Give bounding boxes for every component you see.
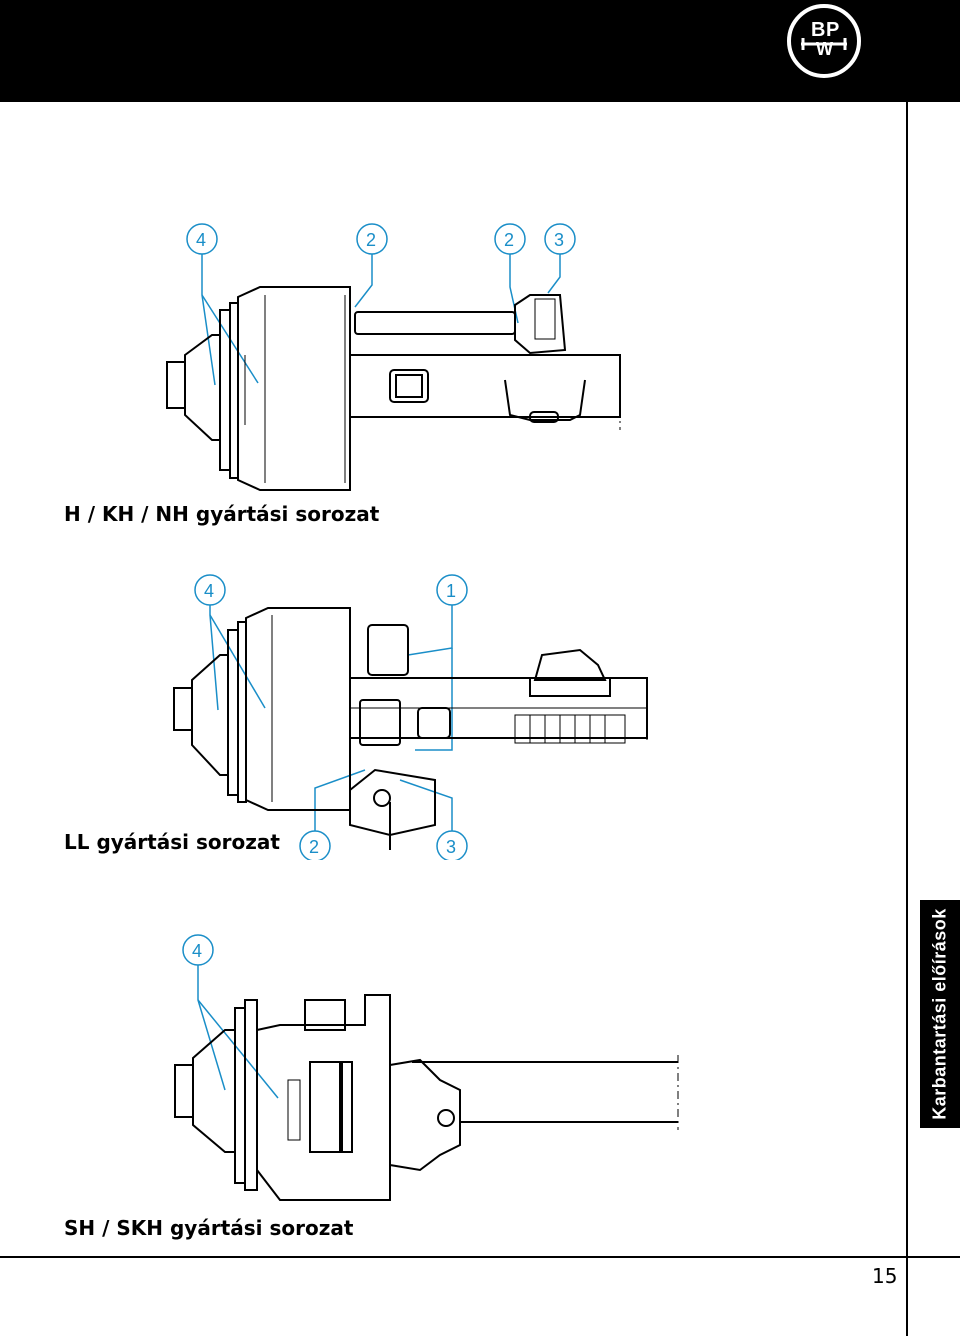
svg-text:4: 4 [196,230,206,250]
caption-ll: LL gyártási sorozat [64,830,280,854]
callout-1: 1 [436,574,468,606]
bpw-logo-icon: B P W [787,4,861,78]
caption-sh-skh: SH / SKH gyártási sorozat [64,1216,354,1240]
svg-text:3: 3 [446,837,456,857]
svg-text:3: 3 [554,230,564,250]
callout-3: 3 [436,830,468,860]
svg-text:4: 4 [204,581,214,601]
svg-text:2: 2 [504,230,514,250]
callout-3: 3 [544,223,576,255]
svg-text:2: 2 [309,837,319,857]
callout-4: 4 [182,934,214,966]
svg-text:2: 2 [366,230,376,250]
callout-4: 4 [186,223,218,255]
drawing-sh-skh: 4 [174,934,679,1201]
callout-2b: 2 [494,223,526,255]
page-number: 15 [872,1264,898,1288]
footer-rule [0,1256,960,1258]
svg-text:4: 4 [192,941,202,961]
callout-2a: 2 [356,223,388,255]
callout-4: 4 [194,574,226,606]
side-tab-label: Karbantartási előírások [929,908,950,1120]
spring-seat [514,714,626,744]
drawing-ll: 4 1 2 3 [173,574,648,860]
svg-text:P: P [826,19,839,41]
right-margin-rule [906,102,908,1336]
svg-text:B: B [811,19,825,41]
svg-text:W: W [816,39,833,59]
header-bar: B P W [0,0,960,102]
section-side-tab: Karbantartási előírások [920,900,960,1128]
caption-h-kh-nh: H / KH / NH gyártási sorozat [64,502,380,526]
drawing-h-kh-nh: 4 2 2 3 [166,223,621,491]
callout-2: 2 [299,830,331,860]
svg-text:1: 1 [446,581,456,601]
